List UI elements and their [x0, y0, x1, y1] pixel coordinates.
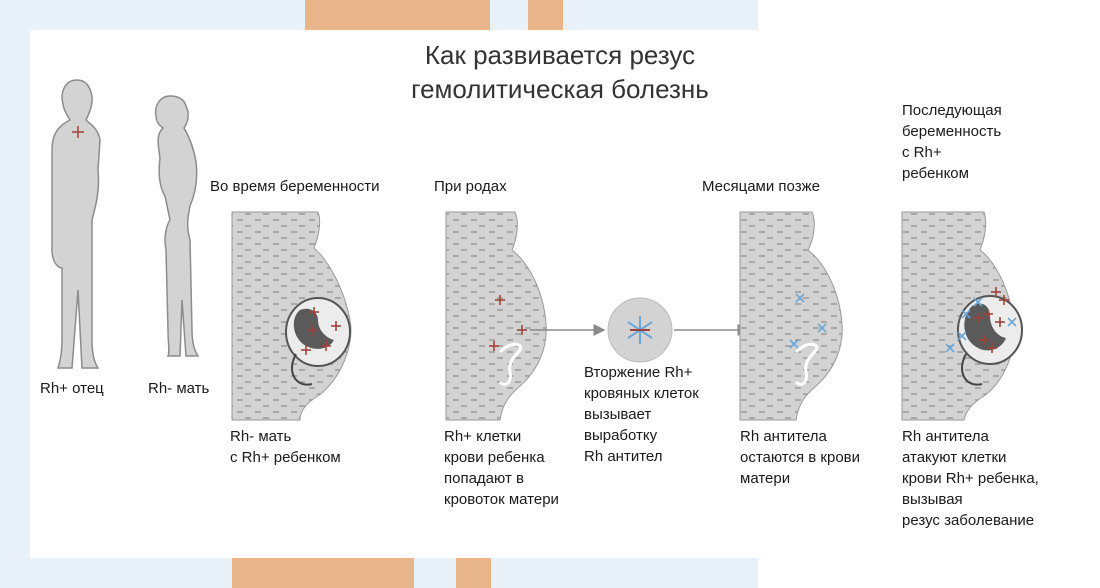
torso-months-later	[739, 211, 843, 421]
antibody-markers	[789, 293, 1017, 353]
rh-plus-icon	[309, 307, 319, 317]
rh-plus-icon	[983, 309, 993, 319]
rh-plus-icon	[517, 325, 527, 335]
antibody-icon	[795, 293, 805, 303]
caption-line: Rh+ клетки	[444, 428, 522, 445]
bg-strip-1	[305, 0, 490, 30]
diagram-panel	[30, 30, 1068, 558]
caption-line: матери	[740, 470, 791, 487]
torso-at-birth	[445, 211, 547, 421]
caption-line: вызывая	[902, 491, 963, 508]
mother-figure	[154, 95, 200, 357]
rh-plus-markers	[301, 287, 1009, 355]
stage-4-caption: Rh антитела остаются в крови матери	[740, 426, 860, 489]
rh-plus-icon	[987, 343, 997, 353]
caption-line: кровяных клеток	[584, 385, 699, 402]
caption-line: вызывает	[584, 406, 652, 423]
caption-line: с Rh+ ребенком	[230, 449, 341, 466]
caption-line: выработку	[584, 427, 658, 444]
rh-plus-icon	[301, 345, 311, 355]
father-plus-icon	[72, 126, 84, 138]
caption-line: Вторжение Rh+	[584, 364, 693, 381]
rh-plus-icon	[495, 295, 505, 305]
caption-line: атакуют клетки	[902, 449, 1007, 466]
torso-during-pregnancy	[231, 211, 352, 421]
caption-line: остаются в крови	[740, 449, 861, 466]
mother-label: Rh- мать	[148, 380, 210, 397]
page-title: Как развивается резус гемолитическая бол…	[380, 38, 740, 106]
antibody-icon	[961, 309, 971, 319]
invasion-circle	[607, 297, 673, 363]
caption-line: резус заболевание	[902, 512, 1035, 529]
bg-strip-4	[456, 558, 491, 588]
stage-1-heading: Во время беременности	[210, 178, 380, 195]
father-figure	[51, 79, 101, 369]
stage-5-heading-line: беременность	[902, 123, 1002, 140]
caption-line: крови Rh+ ребенка,	[902, 470, 1039, 487]
stage-5-heading-line: Последующая	[902, 102, 1002, 119]
rh-plus-icon	[973, 313, 983, 323]
stage-1-caption: Rh- мать с Rh+ ребенком	[230, 426, 341, 468]
torso-subsequent-pregnancy	[901, 211, 1023, 421]
caption-line: Rh антител	[584, 448, 663, 465]
rh-plus-icon	[321, 341, 331, 351]
father-label: Rh+ отец	[40, 380, 104, 397]
rh-plus-icon	[331, 321, 341, 331]
antibody-icon	[957, 331, 967, 341]
stage-5-heading-line: ребенком	[902, 165, 969, 182]
stage-2-caption: Rh+ клетки крови ребенка попадают в кров…	[444, 426, 559, 510]
stage-5-caption: Rh антитела атакуют клетки крови Rh+ реб…	[902, 426, 1039, 531]
stage-3-caption: Вторжение Rh+ кровяных клеток вызывает в…	[584, 362, 699, 467]
rh-plus-icon	[999, 295, 1009, 305]
antibody-icon	[789, 339, 799, 349]
title-line-1: Как развивается резус	[424, 40, 696, 70]
title-line-2: гемолитическая болезнь	[411, 74, 709, 104]
stage-4-heading: Месяцами позже	[702, 178, 820, 195]
antibody-icon	[945, 343, 955, 353]
bg-strip-3	[232, 558, 414, 588]
caption-line: крови ребенка	[444, 449, 545, 466]
stage-2-heading: При родах	[434, 178, 507, 195]
caption-line: Rh- мать	[230, 428, 292, 445]
caption-line: Rh антитела	[902, 428, 989, 445]
rh-plus-icon	[489, 341, 499, 351]
rh-plus-icon	[307, 325, 317, 335]
antibody-icon	[817, 323, 827, 333]
rh-plus-icon	[995, 317, 1005, 327]
antibody-icon	[973, 297, 983, 307]
caption-line: кровоток матери	[444, 491, 559, 508]
stage-5-heading-line: с Rh+	[902, 144, 942, 161]
bg-strip-2	[528, 0, 563, 30]
rh-plus-icon	[979, 335, 989, 345]
stage-5-heading: Последующая беременность с Rh+ ребенком	[902, 100, 1002, 184]
antibody-icon	[1007, 317, 1017, 327]
rh-plus-icon	[991, 287, 1001, 297]
caption-line: Rh антитела	[740, 428, 827, 445]
caption-line: попадают в	[444, 470, 524, 487]
